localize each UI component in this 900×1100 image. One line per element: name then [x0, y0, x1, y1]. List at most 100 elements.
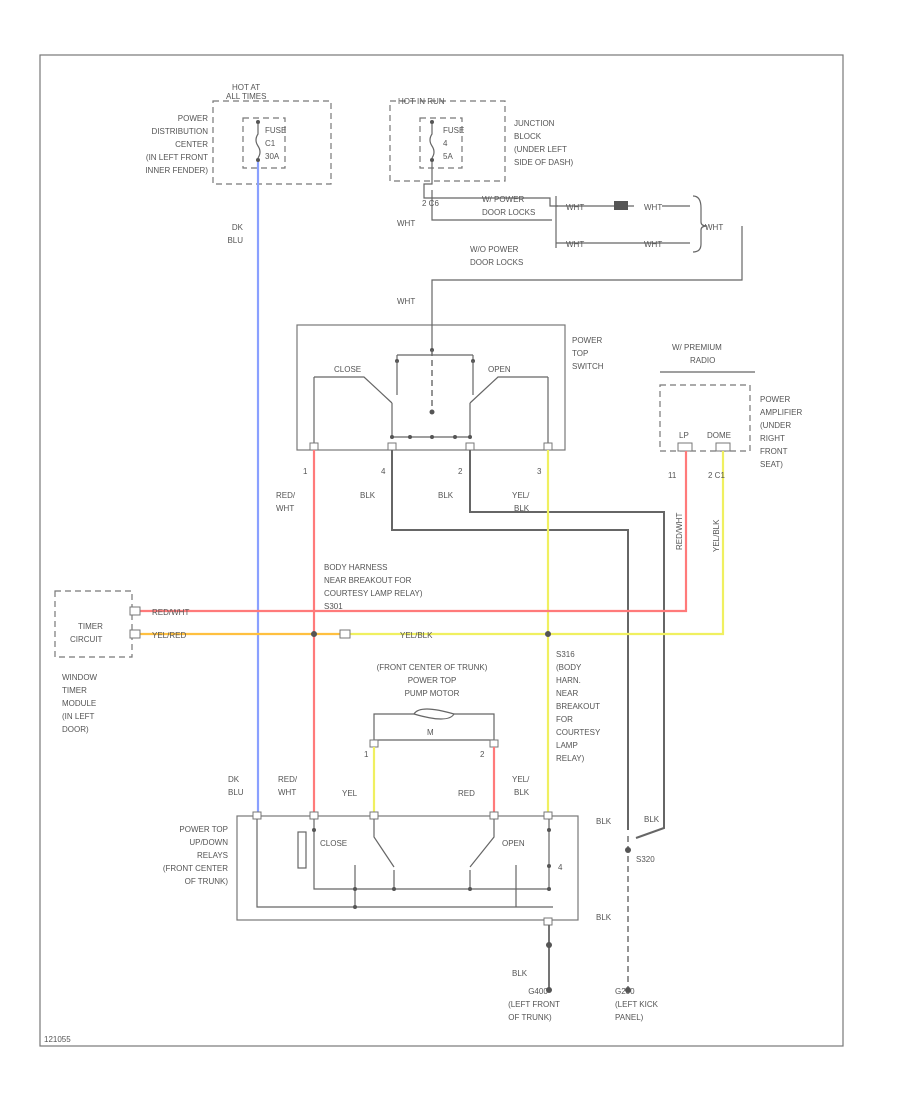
jb-line4: SIDE OF DASH) [514, 158, 573, 167]
yel-blk-vertical-label: YEL/BLK [712, 519, 721, 552]
pdc-line4: (IN LEFT FRONT [146, 153, 208, 162]
body-harness-label: BODY HARNESS NEAR BREAKOUT FOR COURTESY … [324, 563, 423, 611]
sw-pin-1: 1 [303, 467, 308, 476]
rw-top-2: WHT [276, 504, 294, 513]
dk-blu-bot-2: BLU [228, 788, 244, 797]
window-timer-label: WINDOW TIMER MODULE (IN LEFT DOOR) [62, 673, 98, 734]
blk-right-2: BLK [644, 815, 660, 824]
hot-in-run: HOT IN RUN [398, 97, 445, 106]
wht-wire-jb-2 [431, 190, 552, 221]
yel-blk-horizontal-label: YEL/BLK [400, 631, 433, 640]
power-top-switch-box [296, 324, 566, 451]
fuse-c1-label: FUSE C1 30A [265, 126, 286, 161]
relays-3: RELAYS [197, 851, 228, 860]
fuse-c1-line3: 30A [265, 152, 280, 161]
dk-blu-bot-1: DK [228, 775, 240, 784]
diagram-frame [39, 54, 844, 1047]
premium-radio-label: W/ PREMIUM RADIO [672, 343, 722, 365]
jb-line3: (UNDER LEFT [514, 145, 567, 154]
fuse-4-line2: 4 [443, 139, 448, 148]
s316-7: COURTESY [556, 728, 601, 737]
wt-line3: MODULE [62, 699, 96, 708]
timer-pin-1 [129, 606, 141, 616]
pm-line1: (FRONT CENTER OF TRUNK) [377, 663, 488, 672]
pdc-line3: CENTER [175, 140, 208, 149]
w-locks-2: DOOR LOCKS [482, 208, 535, 217]
pdc-line2: DISTRIBUTION [152, 127, 209, 136]
pump-motor-label: (FRONT CENTER OF TRUNK) POWER TOP PUMP M… [377, 663, 488, 698]
yb-bot-1: YEL/ [512, 775, 530, 784]
g400-1: G400 [528, 987, 548, 996]
s316-4: NEAR [556, 689, 578, 698]
fuse-4-label: FUSE 4 5A [443, 126, 464, 161]
s316-3: HARN. [556, 676, 581, 685]
timer-1: TIMER [78, 622, 103, 631]
pdc-line5: INNER FENDER) [145, 166, 208, 175]
hot-at-line2: ALL TIMES [226, 92, 266, 101]
wht-switch: WHT [397, 297, 415, 306]
g200-2: (LEFT KICK [615, 1000, 659, 1009]
yel-blk-amp-wire [548, 451, 725, 636]
rw-bot-2: WHT [278, 788, 296, 797]
red-wht-horizontal-label: RED/WHT [152, 608, 189, 617]
timer-2: CIRCUIT [70, 635, 103, 644]
pdc-box [212, 100, 332, 185]
s316-1: S316 [556, 650, 575, 659]
wht-to-switch [431, 226, 743, 320]
s316-5: BREAKOUT [556, 702, 600, 711]
fuse-c1-symbol [255, 120, 261, 162]
junction-block-label: JUNCTION BLOCK (UNDER LEFT SIDE OF DASH) [514, 119, 573, 167]
wht-d: WHT [644, 240, 662, 249]
relay-box [236, 815, 579, 921]
pump-motor [369, 708, 499, 748]
dk-blu-bottom-label: DK BLU [228, 775, 244, 797]
wht-left: WHT [397, 219, 415, 228]
pts-line2: TOP [572, 349, 588, 358]
power-top-switch-internals [309, 320, 553, 451]
w-power-locks-label: W/ POWER DOOR LOCKS [482, 195, 535, 217]
relays-5: OF TRUNK) [185, 877, 229, 886]
wt-line5: DOOR) [62, 725, 89, 734]
yb-top-2: BLK [514, 504, 530, 513]
yel-blk-top-label: YEL/ BLK [512, 491, 530, 513]
relays-4: (FRONT CENTER [163, 864, 228, 873]
yb-top-1: YEL/ [512, 491, 530, 500]
splice-s301 [311, 631, 317, 637]
ground-g400-end [546, 987, 552, 993]
wht-c: WHT [566, 240, 584, 249]
jb-line1: JUNCTION [514, 119, 555, 128]
s316-label: S316 (BODY HARN. NEAR BREAKOUT FOR COURT… [556, 650, 601, 763]
red-wht-vertical-label: RED/WHT [675, 513, 684, 550]
wt-line4: (IN LEFT [62, 712, 95, 721]
timer-circuit-label: TIMER CIRCUIT [70, 622, 103, 644]
pdc-label: POWER DISTRIBUTION CENTER (IN LEFT FRONT… [145, 114, 208, 175]
blk-right-3: BLK [596, 913, 612, 922]
sw-pin-3: 3 [537, 467, 542, 476]
w-locks-1: W/ POWER [482, 195, 524, 204]
motor-pin-2: 2 [480, 750, 485, 759]
g400-3: OF TRUNK) [508, 1013, 552, 1022]
hot-at-line1: HOT AT [232, 83, 260, 92]
amp-lp-pin [677, 442, 693, 452]
red-wht-top-label: RED/ WHT [276, 491, 296, 513]
bh-line3: COURTESY LAMP RELAY) [324, 589, 423, 598]
yel-bottom: YEL [342, 789, 358, 798]
yb-bot-2: BLK [514, 788, 530, 797]
premium-1: W/ PREMIUM [672, 343, 722, 352]
power-top-switch-label: POWER TOP SWITCH [572, 336, 604, 371]
s320-label: S320 [636, 855, 655, 864]
blk-bottom: BLK [512, 969, 528, 978]
wt-line2: TIMER [62, 686, 87, 695]
rw-bot-1: RED/ [278, 775, 298, 784]
amp-line4: RIGHT [760, 434, 785, 443]
bh-line1: BODY HARNESS [324, 563, 387, 572]
timer-pin-2 [129, 629, 141, 639]
amp-line6: SEAT) [760, 460, 783, 469]
ground-g200-dot [625, 987, 631, 993]
fuse-4-line3: 5A [443, 152, 453, 161]
open-switch-label: OPEN [488, 365, 511, 374]
blk-top-2: BLK [438, 491, 454, 500]
junction-block-box [389, 100, 506, 182]
s316-9: RELAY) [556, 754, 585, 763]
